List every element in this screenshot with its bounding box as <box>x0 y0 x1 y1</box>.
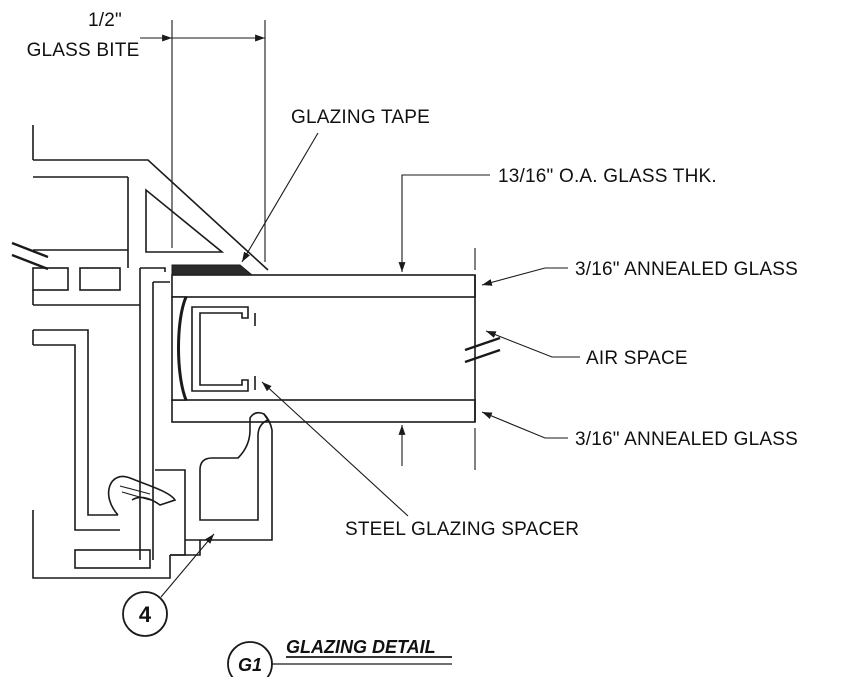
right-callouts: 3/16" ANNEALED GLASS AIR SPACE 3/16" ANN… <box>474 248 798 470</box>
break-symbol-right-b <box>464 348 501 364</box>
glazing-tape-label: GLAZING TAPE <box>291 107 430 128</box>
frame-stem-top <box>140 267 166 272</box>
frame-sill-chamber <box>74 549 151 569</box>
frame-sill-outer <box>32 540 171 579</box>
top-glass-label: 3/16" ANNEALED GLASS <box>575 259 798 280</box>
overall-thickness-dimension: 13/16" O.A. GLASS THK. <box>398 166 717 466</box>
break-symbol-left-b <box>11 253 49 271</box>
top-glass-lite <box>171 274 476 298</box>
glazing-pocket-lower <box>199 411 270 521</box>
air-space-leader <box>485 330 580 358</box>
callout-number: 4 <box>139 602 152 627</box>
frame-inner-chamber-wall <box>155 469 186 556</box>
top-glass-leader <box>481 267 568 286</box>
overall-thickness-leader-top <box>398 174 490 272</box>
frame-lower-inner <box>33 329 118 516</box>
glazing-tape-callout: GLAZING TAPE <box>241 107 430 263</box>
steel-glazing-spacer <box>191 306 249 392</box>
frame-top-outer-wall <box>33 159 269 271</box>
break-symbol-right-a <box>464 336 501 352</box>
detail-tag: G1 <box>238 655 262 675</box>
glass-bite-label: GLASS BITE <box>27 40 140 61</box>
glazing-stop-triangle <box>145 188 225 253</box>
bottom-glass-leader <box>481 411 568 439</box>
sealant-face <box>177 296 188 401</box>
detail-title-block: G1 GLAZING DETAIL <box>227 637 452 677</box>
glazing-tape <box>171 264 254 276</box>
air-space-label: AIR SPACE <box>586 348 688 369</box>
spacer-callout: STEEL GLAZING SPACER <box>261 381 579 540</box>
glass-bite-value: 1/2" <box>88 10 122 31</box>
frame-chamber-2 <box>79 267 121 291</box>
spacer-leader <box>261 381 409 517</box>
spacer-label: STEEL GLAZING SPACER <box>345 519 579 540</box>
pocket-base <box>170 540 201 556</box>
glazing-tape-leader <box>241 132 319 263</box>
gasket-ribs <box>119 485 151 501</box>
callout-4-leader <box>160 533 215 598</box>
glazing-pocket-outer <box>185 413 273 541</box>
detail-title: GLAZING DETAIL <box>286 637 436 657</box>
bottom-glass-lite <box>171 399 476 423</box>
item-callout-4: 4 <box>122 533 215 637</box>
wedge-gasket <box>107 475 177 516</box>
callout-circle <box>122 591 168 637</box>
glass-bite-dimension: 1/2" GLASS BITE <box>27 10 266 262</box>
frame-chamber-1 <box>32 267 69 291</box>
frame-lower-outer <box>33 344 120 531</box>
glass-unit <box>171 264 501 423</box>
overall-thickness-label: 13/16" O.A. GLASS THK. <box>498 166 717 187</box>
break-symbol-left-a <box>11 241 49 259</box>
bottom-glass-label: 3/16" ANNEALED GLASS <box>575 429 798 450</box>
frame-profile <box>11 125 273 579</box>
